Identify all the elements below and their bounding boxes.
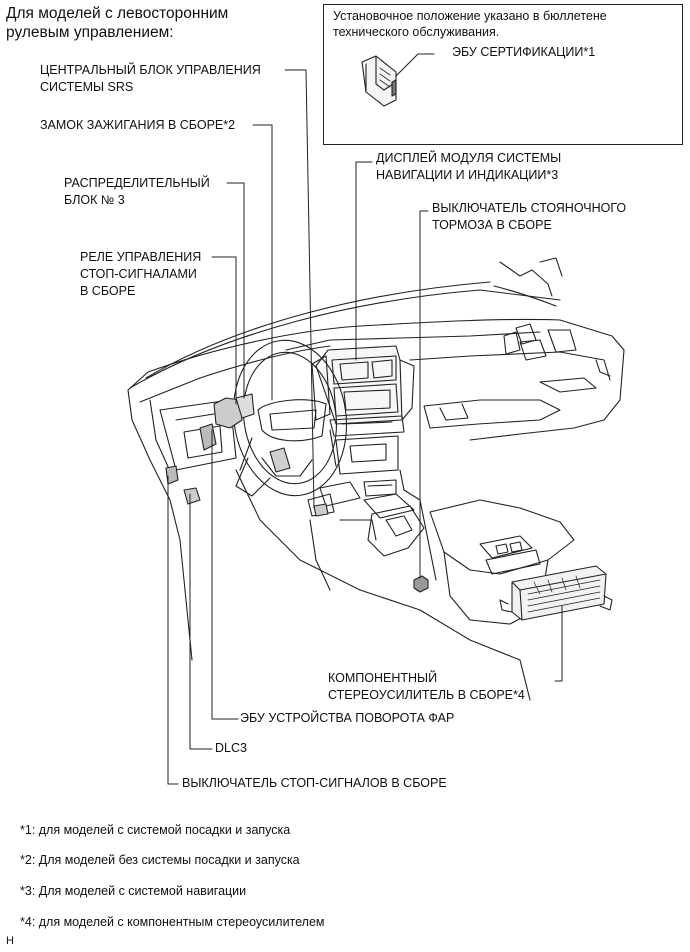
junction-block-label-line-2: БЛОК № 3: [64, 193, 125, 207]
left-components: [165, 393, 329, 517]
srs-unit-label-line-1: ЦЕНТРАЛЬНЫЙ БЛОК УПРАВЛЕНИЯ: [40, 63, 261, 77]
parking-brake-switch: [413, 575, 429, 593]
footnote-1: *1: для моделей с системой посадки и зап…: [20, 823, 291, 837]
dlc3-label: DLC3: [215, 741, 247, 755]
nav-display-label-line-2: НАВИГАЦИИ И ИНДИКАЦИИ*3: [376, 168, 559, 182]
navigation-display: [311, 345, 415, 497]
junction-block-label-line-1: РАСПРЕДЕЛИТЕЛЬНЫЙ: [64, 176, 210, 190]
footnote-4: *4: для моделей с компонентным стереоуси…: [20, 915, 325, 929]
leader-lines: [167, 69, 563, 785]
certification-ecu-label: ЭБУ СЕРТИФИКАЦИИ*1: [452, 45, 596, 59]
ignition-switch-label: ЗАМОК ЗАЖИГАНИЯ В СБОРЕ*2: [40, 118, 236, 132]
page-header: Для моделей с левосторонним рулевым упра…: [6, 4, 228, 42]
inset-box: Установочное положение указано в бюллете…: [323, 4, 683, 145]
header-line-1: Для моделей с левосторонним: [6, 5, 229, 22]
stop-relay-label-line-2: СТОП-СИГНАЛАМИ: [80, 267, 197, 281]
header-line-2: рулевым управлением:: [6, 24, 174, 41]
stop-light-switch-label: ВЫКЛЮЧАТЕЛЬ СТОП-СИГНАЛОВ В СБОРЕ: [182, 776, 447, 790]
parking-brake-label-line-2: ТОРМОЗА В СБОРЕ: [432, 218, 552, 232]
stereo-amp-label-line-2: СТЕРЕОУСИЛИТЕЛЬ В СБОРЕ*4: [328, 688, 525, 702]
inset-note-line-1: Установочное положение указано в бюллете…: [333, 9, 607, 23]
stereo-amp-label-line-1: КОМПОНЕНТНЫЙ: [328, 671, 438, 685]
nav-display-label-line-1: ДИСПЛЕЙ МОДУЛЯ СИСТЕМЫ: [376, 151, 562, 165]
certification-ecu-icon: [361, 53, 435, 107]
stop-relay-label-line-3: В СБОРЕ: [80, 284, 136, 298]
parking-brake-label-line-1: ВЫКЛЮЧАТЕЛЬ СТОЯНОЧНОГО: [432, 201, 627, 215]
headlamp-swivel-ecu-label: ЭБУ УСТРОЙСТВА ПОВОРОТА ФАР: [240, 711, 455, 725]
stop-relay-label-line-1: РЕЛЕ УПРАВЛЕНИЯ: [80, 250, 202, 264]
footnote-3: *3: Для моделей с системой навигации: [20, 884, 247, 898]
corner-mark: H: [6, 935, 14, 947]
windshield-outline: [129, 257, 563, 389]
inset-note-line-2: технического обслуживания.: [333, 25, 500, 39]
steering-wheel: [232, 339, 348, 497]
stereo-amplifier: [499, 565, 613, 621]
srs-unit-label-line-2: СИСТЕМЫ SRS: [40, 80, 134, 94]
footnote-2: *2: Для моделей без системы посадки и за…: [20, 853, 300, 867]
